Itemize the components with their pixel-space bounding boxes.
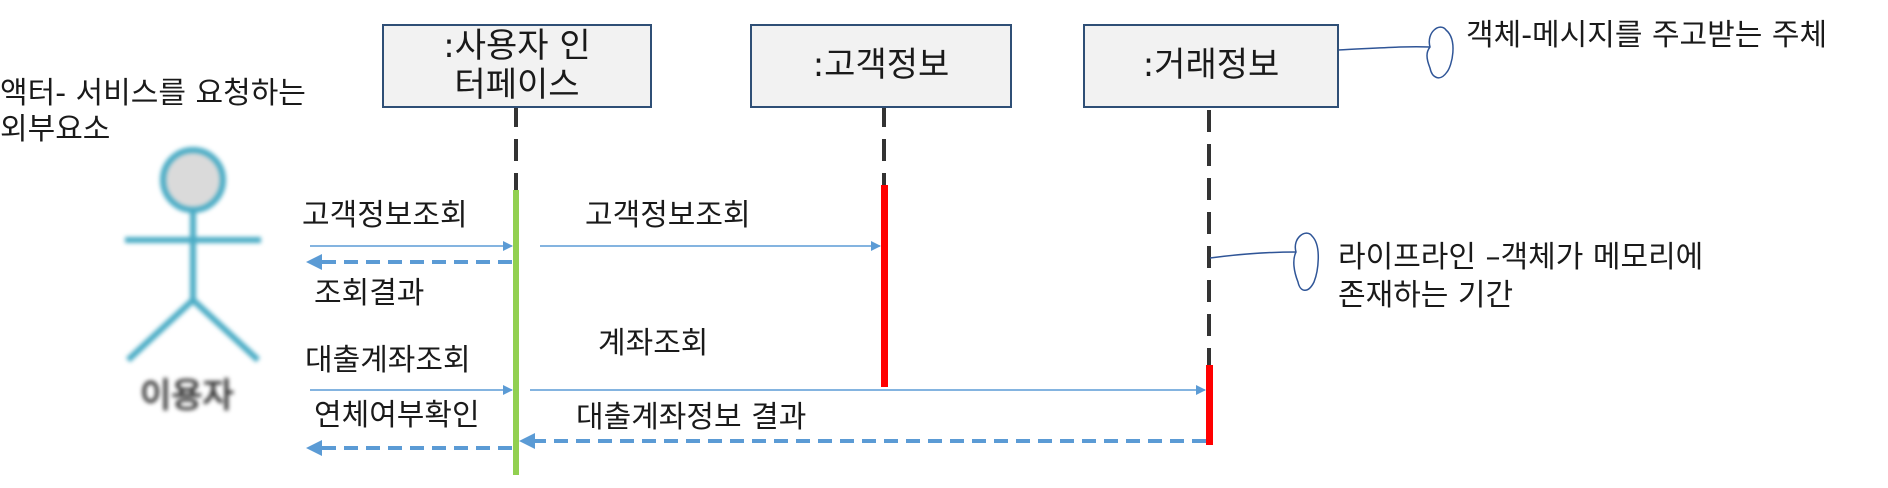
object-note-connector (1337, 26, 1454, 79)
lifeline-note-line2: 존재하는 기간 (1338, 278, 1514, 313)
message-label-m2: 고객정보조회 (585, 198, 751, 233)
message-label-m5: 계좌조회 (598, 326, 709, 361)
lifeline-note-line1: 라이프라인 –객체가 메모리에 (1338, 240, 1704, 275)
lifeline-note-connector (1209, 232, 1319, 291)
activation-bar-user-interface (513, 190, 519, 475)
message-label-m6: 연체여부확인 (314, 398, 480, 433)
object-transaction-info: :거래정보 (1083, 24, 1339, 108)
message-label-m4: 대출계좌조회 (305, 343, 471, 378)
object-note: 객체-메시지를 주고받는 주체 (1466, 18, 1828, 53)
return-arrowhead-m6 (306, 440, 322, 456)
actor-label: 이용자 (140, 376, 234, 416)
activation-bar-transaction-info (1206, 365, 1213, 445)
actor-note-line2: 외부요소 (0, 112, 111, 147)
message-label-m3: 조회결과 (314, 276, 425, 311)
message-label-m7: 대출계좌정보 결과 (576, 400, 807, 435)
return-arrowhead-m7 (519, 433, 535, 449)
actor-stick-figure (125, 147, 261, 363)
object-customer-info: :고객정보 (750, 24, 1012, 108)
message-label-m1: 고객정보조회 (302, 198, 468, 233)
object-user-interface: :사용자 인 터페이스 (382, 24, 652, 108)
actor-note-line1: 액터- 서비스를 요청하는 (0, 76, 306, 111)
activation-bar-customer-info (881, 185, 888, 387)
return-arrowhead-m3 (306, 254, 322, 270)
